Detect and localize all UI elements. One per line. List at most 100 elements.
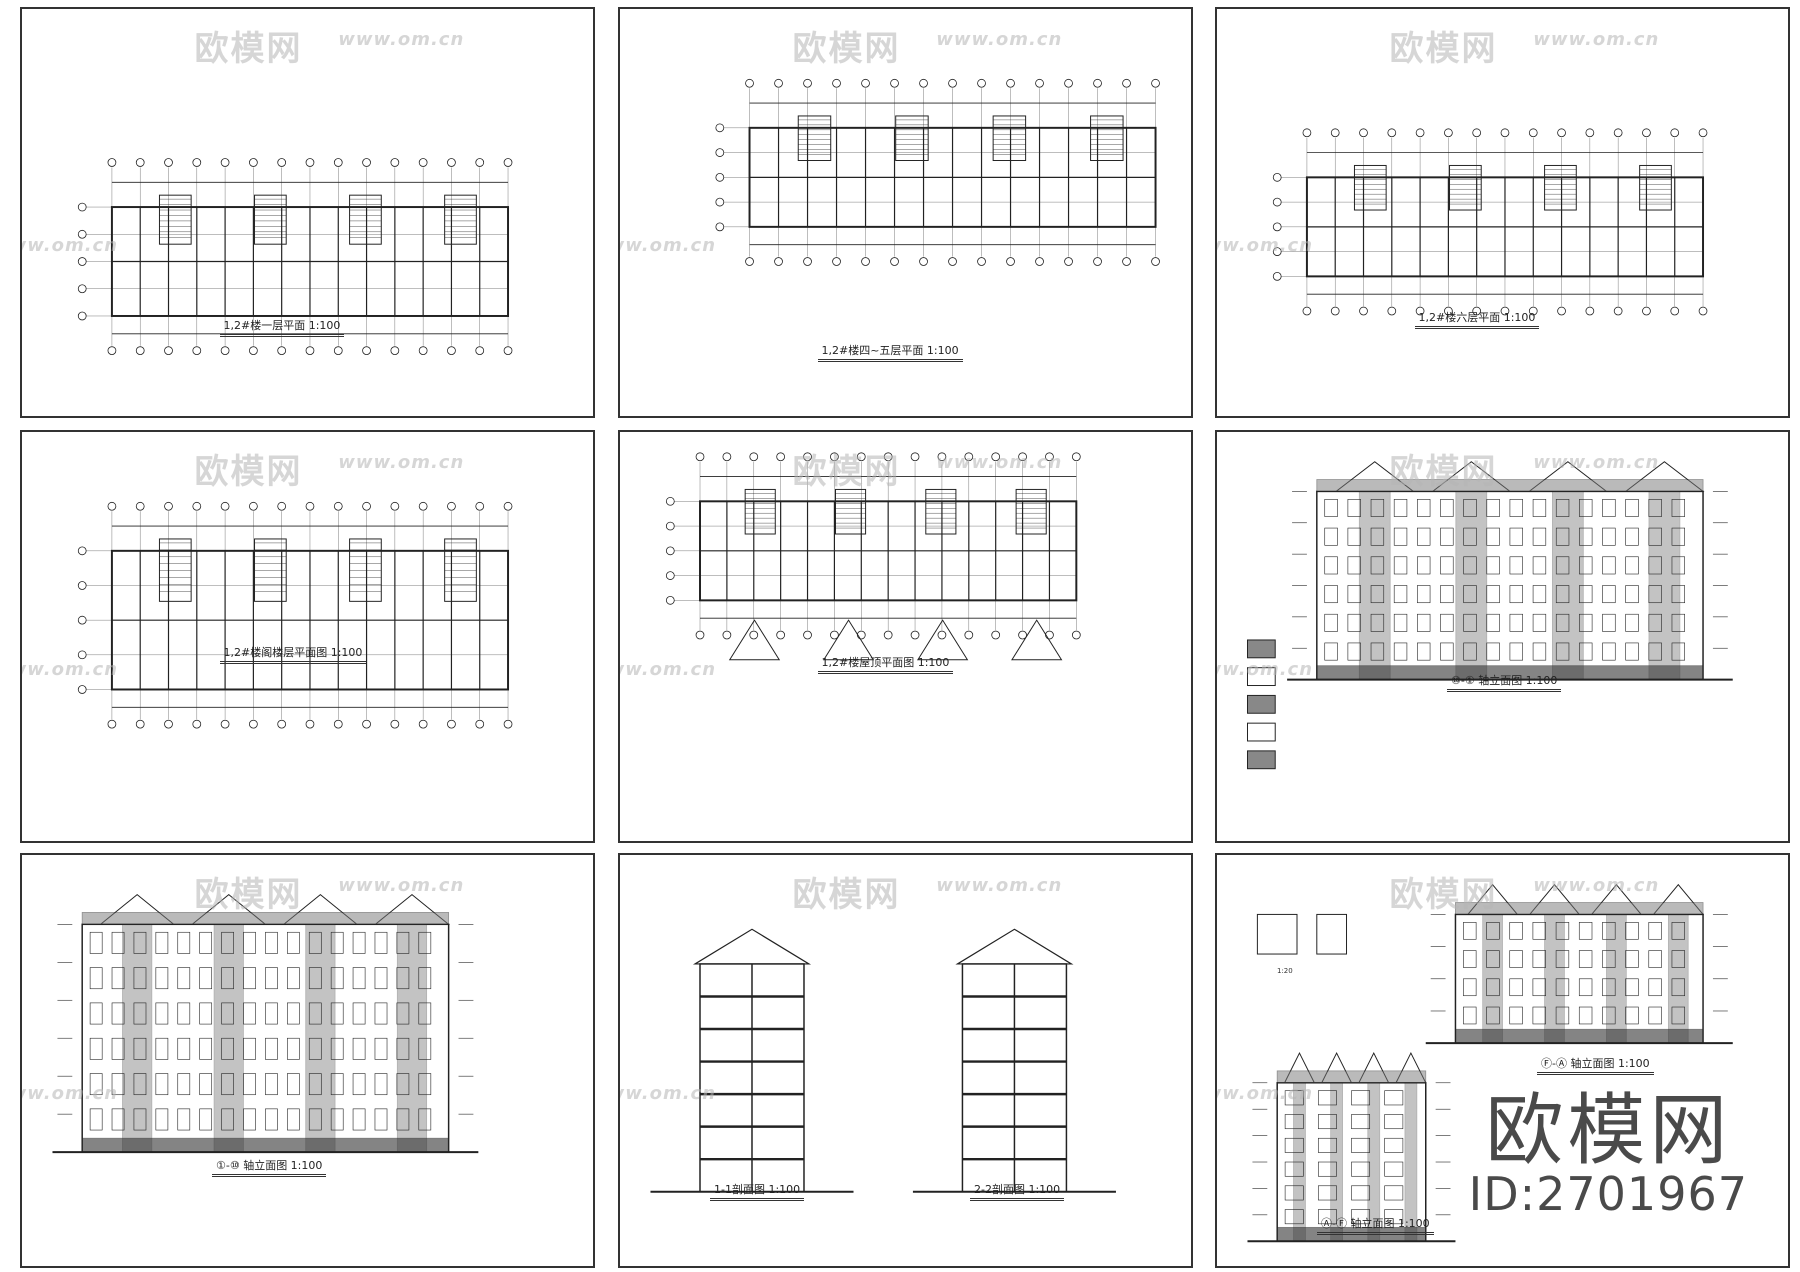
window (1602, 556, 1616, 575)
axis-bubble (1444, 128, 1453, 138)
axis-bubble (1415, 128, 1425, 138)
axis-bubble (1528, 128, 1538, 138)
window (1463, 613, 1477, 632)
window (89, 1037, 103, 1060)
window (287, 1037, 300, 1060)
window (1671, 950, 1685, 968)
window (1463, 642, 1477, 661)
axis-bubble (715, 123, 725, 133)
window (330, 1037, 344, 1060)
window (1324, 556, 1338, 575)
axis-bubble (1359, 128, 1368, 138)
window (1324, 527, 1338, 546)
window (155, 967, 169, 990)
window (1324, 642, 1338, 661)
window (1347, 642, 1361, 661)
window (1486, 922, 1500, 940)
axis-bubble (832, 78, 841, 88)
axis-bubble (745, 78, 754, 88)
axis-bubble (1272, 172, 1282, 182)
axis-bubble (948, 78, 957, 88)
window (199, 1002, 213, 1025)
stair (444, 538, 477, 602)
window (1625, 585, 1639, 604)
window (221, 931, 234, 954)
axis-bubble (192, 501, 202, 511)
window (1317, 1114, 1337, 1130)
window (1486, 642, 1500, 661)
axis-bubble (192, 719, 202, 729)
window (308, 967, 322, 990)
dormer (728, 619, 781, 661)
axis-bubble (964, 630, 974, 640)
floor-plan (1272, 128, 1708, 316)
stair (1639, 164, 1672, 211)
window (1417, 613, 1431, 632)
window (1370, 585, 1385, 604)
window (1351, 1161, 1371, 1177)
axis-bubble (107, 346, 117, 355)
axis-bubble (475, 719, 485, 729)
window (1284, 1209, 1304, 1225)
window (1486, 556, 1500, 575)
window (1463, 922, 1477, 940)
window (89, 967, 103, 990)
axis-bubble (665, 546, 675, 556)
window (1578, 950, 1593, 968)
window (89, 1002, 103, 1025)
axis-bubble (937, 630, 947, 640)
axis-bubble (919, 78, 928, 88)
axis-bubble (249, 501, 258, 511)
window (1602, 1006, 1616, 1025)
axis-bubble (475, 158, 485, 167)
window (1555, 556, 1570, 575)
window (111, 967, 125, 990)
window (1509, 499, 1523, 517)
window (1351, 1209, 1371, 1225)
axis-bubble (164, 501, 173, 511)
stair (349, 538, 382, 602)
axis-bubble (1557, 128, 1566, 138)
window (287, 967, 300, 990)
axis-bubble (1387, 306, 1397, 316)
stair (925, 488, 957, 535)
axis-bubble (1698, 306, 1708, 316)
window (374, 1108, 388, 1131)
window (1351, 1185, 1371, 1201)
axis-bubble (1500, 306, 1510, 316)
window (1317, 1161, 1337, 1177)
window (1384, 1114, 1404, 1130)
axis-bubble (362, 346, 371, 355)
axis-bubble (715, 172, 725, 182)
axis-bubble (890, 78, 899, 88)
window (1509, 1006, 1523, 1025)
window (374, 1002, 388, 1025)
axis-bubble (715, 197, 725, 207)
axis-bubble (475, 501, 485, 511)
axis-bubble (665, 571, 675, 580)
drawing-canvas (715, 78, 1160, 266)
window (1625, 978, 1639, 997)
axis-bubble (77, 685, 87, 694)
window (1351, 1137, 1371, 1153)
window (352, 931, 366, 954)
window (177, 1108, 191, 1131)
axis-bubble (220, 158, 230, 167)
axis-bubble (447, 501, 456, 511)
legend-swatch (1246, 639, 1276, 659)
axis-bubble (475, 346, 485, 355)
stair (1015, 488, 1047, 535)
sheet-title: ①-⑩ 轴立面图 1:100 (212, 1157, 327, 1177)
window (1648, 613, 1662, 632)
window (1384, 1090, 1404, 1106)
axis-bubble (1035, 257, 1044, 266)
window (243, 931, 256, 954)
axis-bubble (1698, 128, 1708, 138)
window (1324, 585, 1338, 604)
window (1555, 1006, 1570, 1025)
window (1509, 527, 1523, 546)
window (396, 1108, 410, 1131)
window (1440, 585, 1454, 604)
drawing-canvas (665, 452, 1081, 661)
